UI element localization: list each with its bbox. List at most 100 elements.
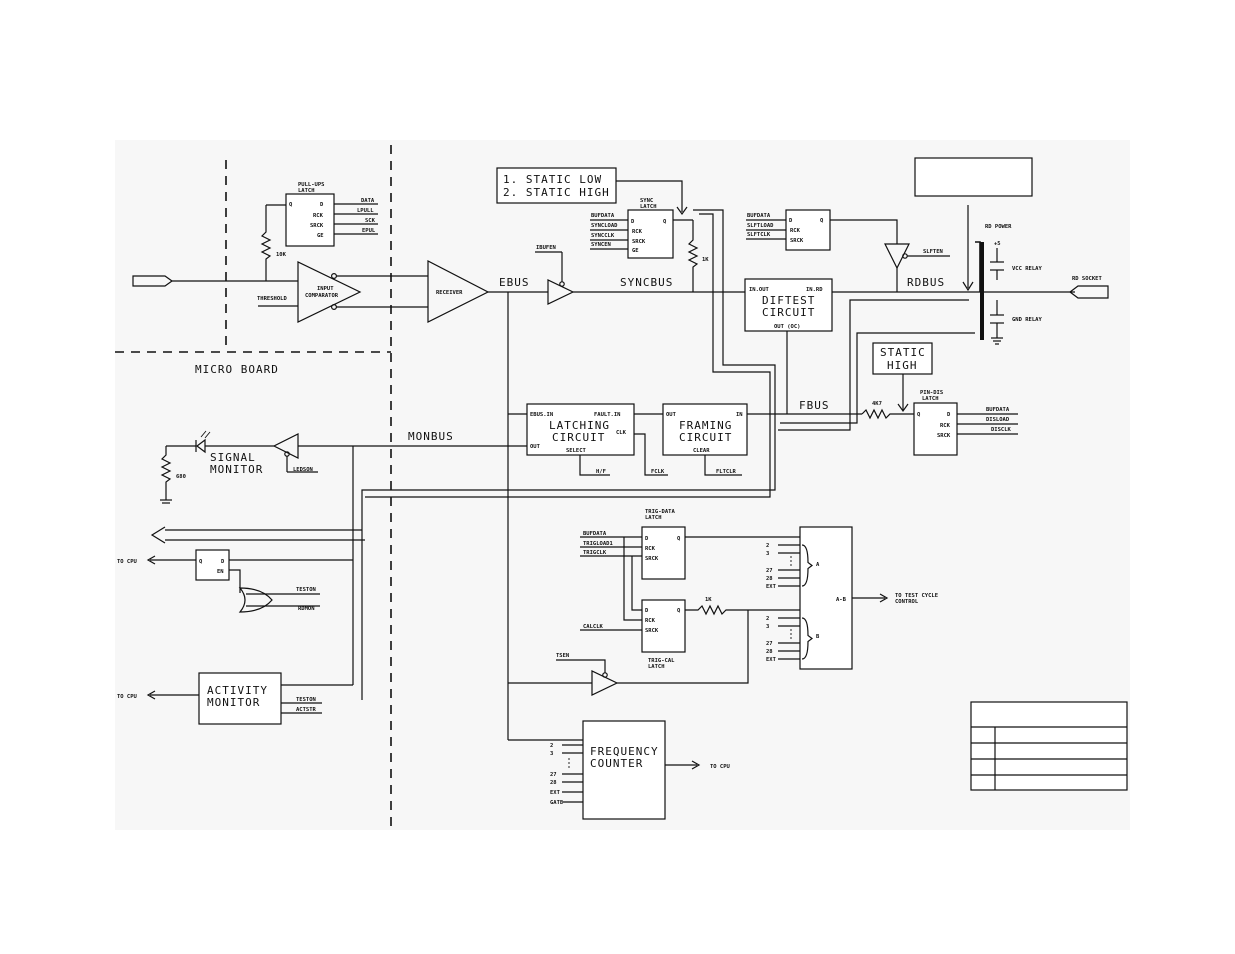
pullups-signal-lpull: LPULL	[357, 208, 374, 214]
plus5-label: +5	[994, 241, 1001, 247]
activity-monitor-label-1: ACTIVITY	[207, 684, 268, 697]
rdbus-return-line	[778, 299, 969, 431]
vcc-relay-label: VCC RELAY	[1012, 266, 1042, 272]
tsen-buffer: TSEN	[508, 610, 749, 696]
rd-power-arrowhead	[962, 281, 974, 292]
trigdata-d: D	[645, 536, 649, 542]
receiver: RECEIVER	[427, 260, 490, 323]
comparator-label-2: COMPARATOR	[305, 293, 339, 299]
rd-power-label: RD POWER	[985, 224, 1012, 230]
static-high-label-1: STATIC	[880, 346, 926, 359]
self-q: Q	[820, 218, 824, 224]
cpu-q: Q	[199, 559, 203, 565]
pullups-signal-data: DATA	[361, 198, 375, 204]
signal-monitor: LEDSON 680 SIGNAL MONITOR	[160, 430, 318, 504]
or-gate: TESTON RDMON	[238, 587, 320, 613]
diftest-circuit: IN.OUT IN.RD DIFTEST CIRCUIT OUT (OC)	[744, 278, 833, 414]
mux-b-pin-label: 27	[766, 641, 773, 647]
blank-title-box	[914, 157, 1033, 197]
to-test-cycle-1: TO TEST CYCLE	[895, 593, 938, 599]
pullups-latch-title-2: LATCH	[298, 188, 315, 194]
ibufen-buffer: IBUFEN	[535, 245, 575, 305]
self-d: D	[789, 218, 793, 224]
ebus-label: EBUS	[499, 276, 530, 289]
latching-circuit: EBUS.IN FAULT.IN LATCHING CIRCUIT CLK OU…	[508, 403, 668, 476]
vcc-relay: VCC RELAY	[990, 248, 1042, 280]
framing-circuit: OUT IN FRAMING CIRCUIT CLEAR FLTCLR	[662, 403, 748, 476]
framing-out: OUT	[666, 412, 677, 418]
resistor-4k7-label: 4K7	[872, 401, 882, 407]
trigcal-latch: D Q RCK SRCK TRIG-CAL LATCH CALCLK 1K	[580, 597, 800, 670]
wide-bus-arrow	[150, 526, 365, 544]
static-option-1: 1. STATIC LOW	[503, 173, 602, 186]
mux-a-pin-label: 28	[766, 576, 773, 582]
activity-monitor-label-2: MONITOR	[207, 696, 260, 709]
mux-a-pin-label: 3	[766, 551, 769, 557]
pullups-srck: SRCK	[310, 223, 324, 229]
hf-label: H/F	[596, 469, 606, 475]
trigcal-d: D	[645, 608, 649, 614]
pindis-srck: SRCK	[937, 433, 951, 439]
threshold-label: THRESHOLD	[257, 296, 287, 302]
fc-pin-label: EXT	[550, 790, 561, 796]
pullups-signal-sck: SCK	[365, 218, 376, 224]
micro-board-boundary	[115, 145, 392, 830]
tsen-label: TSEN	[556, 653, 569, 659]
trigdata-signal-trigload: TRIGLOAD1	[583, 541, 613, 547]
signal-monitor-label-1: SIGNAL	[210, 451, 256, 464]
static-option-2: 2. STATIC HIGH	[503, 186, 610, 199]
diftest-label-1: DIFTEST	[762, 294, 815, 307]
trigcal-rck: RCK	[645, 618, 656, 624]
trigcal-latch-title-2: LATCH	[648, 664, 665, 670]
input-connector	[132, 275, 174, 287]
latching-ebus-in: EBUS.IN	[530, 412, 553, 418]
pindis-signal-disload: DISLOAD	[986, 417, 1010, 423]
gnd-relay: GND RELAY	[990, 300, 1042, 345]
rd-socket-label: RD SOCKET	[1072, 276, 1102, 282]
resistor-10k-label: 10K	[276, 252, 287, 258]
rdbus-label: RDBUS	[907, 276, 945, 289]
pindis-signal-bufdata: BUFDATA	[986, 407, 1010, 413]
pullups-latch: PULL-UPS LATCH Q D RCK SRCK GE DATA LPUL…	[266, 182, 378, 247]
self-rck: RCK	[790, 228, 801, 234]
static-high-box: STATIC HIGH	[872, 342, 933, 413]
trigcal-srck: SRCK	[645, 628, 659, 634]
slften-label: SLFTEN	[923, 249, 943, 255]
to-cpu-2: TO CPU	[117, 694, 138, 700]
mux-b-pin-label: EXT	[766, 657, 777, 663]
self-signal-slftload: SLFTLOAD	[747, 223, 774, 229]
trigdata-latch: TRIG-DATA LATCH D Q RCK SRCK BUFDATA TRI…	[580, 509, 800, 621]
pindis-d: D	[947, 412, 951, 418]
self-signal-slftclk: SLFTCLK	[747, 232, 771, 238]
latching-label-1: LATCHING	[549, 419, 610, 432]
pindis-q: Q	[917, 412, 921, 418]
scan-background	[115, 140, 1130, 830]
legend-table	[970, 701, 1128, 791]
resistor-4k7	[861, 408, 914, 420]
self-signal-bufdata: BUFDATA	[747, 213, 771, 219]
trigdata-latch-title: TRIG-DATA	[645, 509, 675, 515]
fbus-label: FBUS	[799, 399, 830, 412]
to-cpu-1: TO CPU	[117, 559, 138, 565]
framing-label-2: CIRCUIT	[679, 431, 732, 444]
pullups-latch-title: PULL-UPS	[298, 182, 325, 188]
pullups-signal-epul: EPUL	[362, 228, 376, 234]
fc-pin-label: 28	[550, 780, 557, 786]
sync-ge: GE	[632, 248, 639, 254]
latching-fault-in: FAULT.IN	[594, 412, 621, 418]
fc-pin-label: 2	[550, 743, 553, 749]
mux-a-pin-label: 2	[766, 543, 769, 549]
mux-a-label: A	[816, 562, 820, 568]
fc-pin-label: 3	[550, 751, 553, 757]
framing-clear: CLEAR	[693, 448, 710, 454]
sync-signal-syncen: SYNCEN	[591, 242, 611, 248]
sync-signal-syncclk: SYNCCLK	[591, 233, 615, 239]
signal-monitor-label-2: MONITOR	[210, 463, 263, 476]
trigdata-latch-title-2: LATCH	[645, 515, 662, 521]
mux-a-pin-label: 27	[766, 568, 773, 574]
comparator-label-1: INPUT	[317, 286, 334, 292]
